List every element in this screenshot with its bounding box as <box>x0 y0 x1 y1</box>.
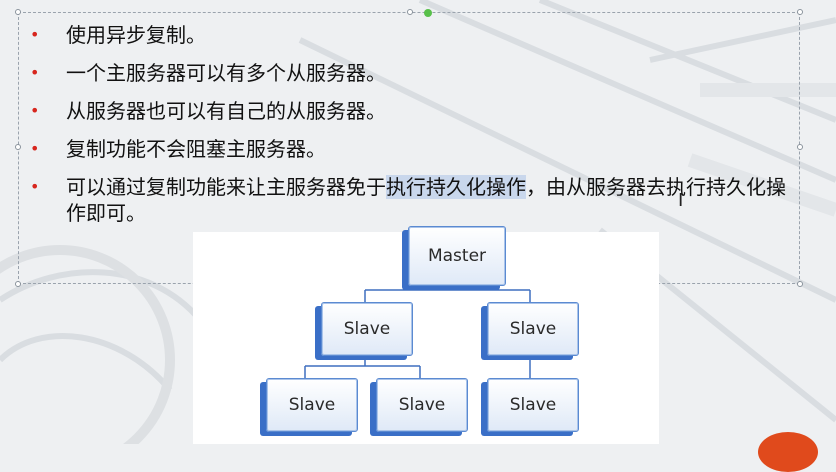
rotate-handle[interactable] <box>424 9 432 17</box>
resize-handle-bottom-left[interactable] <box>15 281 21 287</box>
bullet-text: 使用异步复制。 <box>66 23 206 47</box>
slave-node[interactable]: Slave <box>487 302 579 356</box>
resize-handle-bottom-right[interactable] <box>797 281 803 287</box>
slave-node[interactable]: Slave <box>376 378 468 432</box>
slave-node[interactable]: Slave <box>266 378 358 432</box>
text-cursor-icon: I <box>678 190 684 211</box>
bullet-item[interactable]: • 可以通过复制功能来让主服务器免于执行持久化操作，由从服务器去执行持久化操作即… <box>26 174 796 226</box>
bullet-item[interactable]: • 从服务器也可以有自己的从服务器。 <box>26 98 796 124</box>
background-pattern <box>0 0 836 444</box>
bullet-item[interactable]: • 一个主服务器可以有多个从服务器。 <box>26 60 796 86</box>
resize-handle-top[interactable] <box>407 9 413 15</box>
slave-node[interactable]: Slave <box>321 302 413 356</box>
master-label: Master <box>427 246 487 266</box>
bullet-text-after: ，由从服务器去执行持久化操作即可。 <box>66 175 786 225</box>
bullet-text: 一个主服务器可以有多个从服务器。 <box>66 61 386 85</box>
record-indicator-icon <box>758 432 818 472</box>
slave-label: Slave <box>398 395 446 415</box>
slave-label: Slave <box>509 395 557 415</box>
resize-handle-left[interactable] <box>15 144 21 150</box>
bullet-dot-icon: • <box>30 25 40 44</box>
master-node[interactable]: Master <box>408 226 506 286</box>
bullet-item[interactable]: • 复制功能不会阻塞主服务器。 <box>26 136 796 162</box>
resize-handle-top-left[interactable] <box>15 9 21 15</box>
slave-label: Slave <box>509 319 557 339</box>
bullet-dot-icon: • <box>30 101 40 120</box>
selected-text[interactable]: 执行持久化操作 <box>386 175 526 199</box>
bullet-dot-icon: • <box>30 139 40 158</box>
bullet-list: • 使用异步复制。 • 一个主服务器可以有多个从服务器。 • 从服务器也可以有自… <box>26 22 796 238</box>
bullet-item[interactable]: • 使用异步复制。 <box>26 22 796 48</box>
slave-label: Slave <box>288 395 336 415</box>
bullet-text: 从服务器也可以有自己的从服务器。 <box>66 99 386 123</box>
bullet-dot-icon: • <box>30 63 40 82</box>
resize-handle-top-right[interactable] <box>797 9 803 15</box>
resize-handle-right[interactable] <box>797 144 803 150</box>
bullet-text-before: 可以通过复制功能来让主服务器免于 <box>66 175 386 199</box>
slave-node[interactable]: Slave <box>487 378 579 432</box>
slave-label: Slave <box>343 319 391 339</box>
bullet-dot-icon: • <box>30 177 40 196</box>
bullet-text: 复制功能不会阻塞主服务器。 <box>66 137 326 161</box>
